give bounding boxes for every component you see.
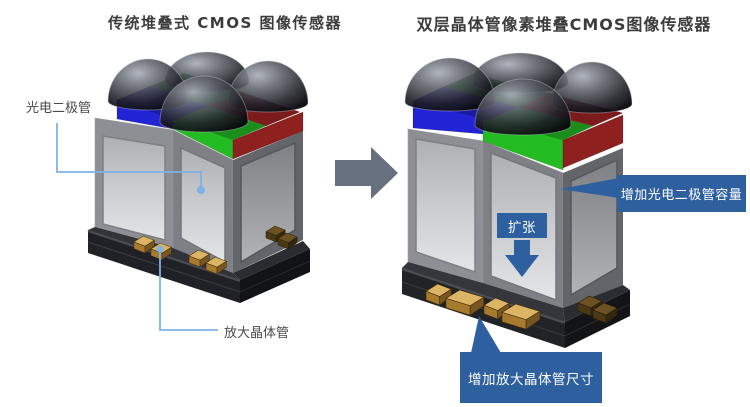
amplifier-label: 放大晶体管	[224, 326, 290, 341]
logic-base-thick	[401, 262, 631, 348]
right-sensor-title: 双层晶体管像素堆叠CMOS图像传感器	[416, 15, 712, 34]
dual-layer-sensor-illustration	[401, 52, 633, 348]
increase-photodiode-capacity-callout: 增加光电二极管容量	[617, 175, 746, 212]
microlens-domes	[107, 51, 309, 133]
increase-transistor-size-callout: 增加放大晶体管尺寸	[460, 352, 602, 403]
microlens-domes	[404, 52, 633, 136]
traditional-sensor-illustration	[87, 51, 311, 303]
transform-right-arrow-icon	[335, 147, 398, 199]
expand-callout: 扩张	[497, 213, 547, 238]
photodiode-label: 光电二极管	[26, 101, 92, 116]
left-sensor-title: 传统堆叠式 CMOS 图像传感器	[108, 14, 342, 32]
